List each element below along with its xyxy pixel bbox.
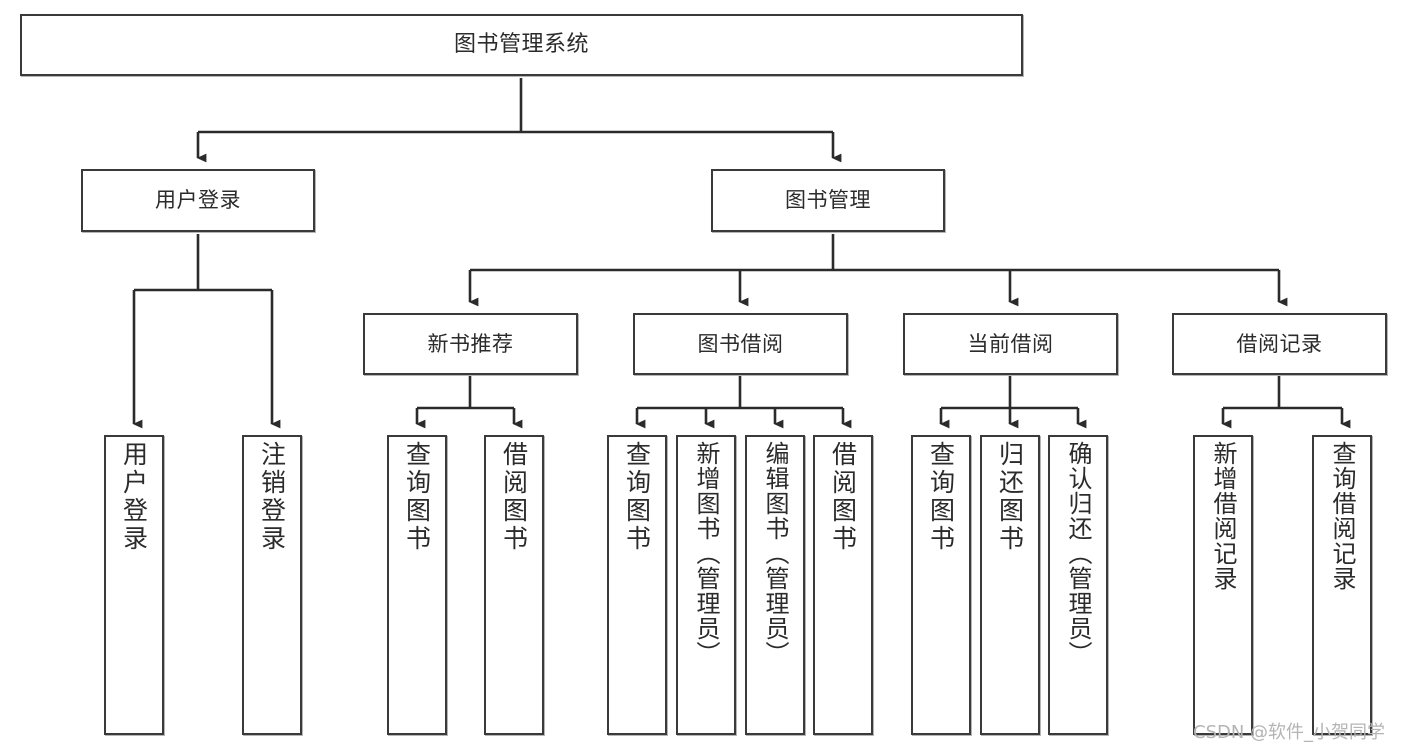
leaf-user-login-logout[interactable]: 注销登录 [242, 435, 302, 735]
leaf-record-query-borrow-record[interactable]: 查询借阅记录 [1312, 435, 1372, 735]
node-label: 确认归还（管理员） [1064, 441, 1092, 666]
node-label: 注销登录 [257, 441, 287, 553]
node-borrow-record[interactable]: 借阅记录 [1172, 313, 1387, 375]
node-book-borrow[interactable]: 图书借阅 [633, 313, 848, 375]
node-root-book-management-system[interactable]: 图书管理系统 [20, 14, 1023, 76]
node-label: 新增图书（管理员） [692, 441, 720, 666]
leaf-new-book-query-book[interactable]: 查询图书 [387, 435, 447, 735]
node-label: 用户登录 [155, 188, 241, 213]
node-label: 查询图书 [926, 441, 956, 553]
csdn-watermark: CSDN @软件_小贺同学 [1193, 722, 1386, 743]
leaf-user-login-login[interactable]: 用户登录 [104, 435, 164, 735]
node-label: 新书推荐 [427, 331, 514, 356]
node-label: 借阅图书 [499, 441, 529, 553]
node-label: 查询图书 [402, 441, 432, 553]
leaf-borrow-add-book-admin[interactable]: 新增图书（管理员） [676, 435, 736, 735]
leaf-current-confirm-return-admin[interactable]: 确认归还（管理员） [1048, 435, 1108, 735]
leaf-borrow-query-book[interactable]: 查询图书 [607, 435, 667, 735]
leaf-current-return-book[interactable]: 归还图书 [980, 435, 1040, 735]
node-new-book-recommendation[interactable]: 新书推荐 [363, 313, 578, 375]
leaf-current-query-book[interactable]: 查询图书 [911, 435, 971, 735]
node-label: 图书借阅 [697, 331, 784, 356]
node-book-management[interactable]: 图书管理 [711, 169, 945, 232]
node-label: 借阅记录 [1236, 331, 1323, 356]
node-label: 新增借阅记录 [1209, 441, 1237, 591]
node-label: 编辑图书（管理员） [761, 441, 789, 666]
node-label: 当前借阅 [967, 331, 1054, 356]
node-label: 归还图书 [995, 441, 1025, 553]
leaf-borrow-edit-book-admin[interactable]: 编辑图书（管理员） [745, 435, 805, 735]
node-label: 查询借阅记录 [1328, 441, 1356, 591]
node-current-borrow[interactable]: 当前借阅 [903, 313, 1118, 375]
node-label: 查询图书 [622, 441, 652, 553]
node-label: 用户登录 [119, 441, 149, 553]
leaf-record-add-borrow-record[interactable]: 新增借阅记录 [1193, 435, 1253, 735]
node-user-login[interactable]: 用户登录 [81, 169, 315, 232]
node-label: 图书管理 [785, 188, 871, 213]
node-label: 图书管理系统 [453, 32, 589, 58]
leaf-new-book-borrow-book[interactable]: 借阅图书 [484, 435, 544, 735]
node-label: 借阅图书 [828, 441, 858, 553]
leaf-borrow-borrow-book[interactable]: 借阅图书 [813, 435, 873, 735]
